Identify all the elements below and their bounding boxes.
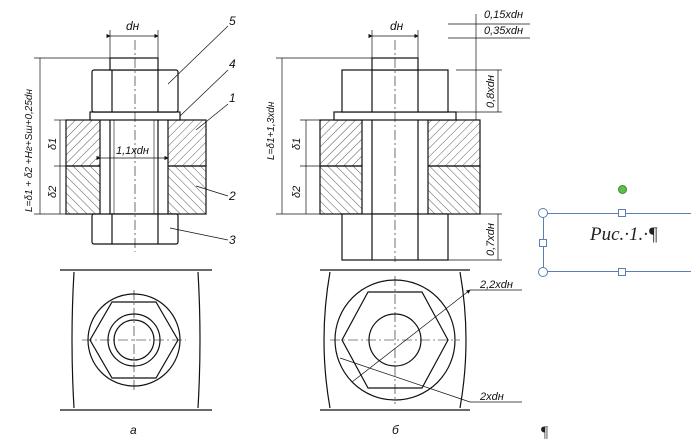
view-a-width-dim: 1,1xdн: [116, 145, 149, 157]
leader-3: 3: [229, 233, 236, 247]
view-b-section: [319, 40, 481, 262]
view-b-length-formula: L=δ1+1,3xdн: [266, 101, 277, 160]
view-b-plan: [320, 269, 470, 411]
view-b-dim-2: 2xdн: [479, 391, 504, 403]
resize-handle-bottom[interactable]: [618, 268, 626, 276]
leader-4: 4: [229, 57, 236, 71]
leader-5: 5: [229, 14, 236, 28]
resize-handle-top-left[interactable]: [538, 208, 548, 218]
view-b-dn: dн: [390, 19, 404, 33]
view-a-section: [65, 40, 207, 252]
view-a-dn: dн: [126, 19, 140, 33]
rotate-handle-icon[interactable]: [618, 185, 627, 194]
view-b-plan-dims: [339, 289, 522, 403]
resize-handle-top[interactable]: [618, 209, 626, 217]
view-b-dimensions: [276, 14, 530, 261]
view-b-dim-015: 0,15xdн: [484, 9, 523, 21]
paragraph-mark: ¶: [541, 424, 549, 441]
view-a-delta1: δ1: [47, 138, 59, 150]
view-a-delta2: δ2: [47, 186, 59, 198]
view-b-delta1: δ1: [291, 138, 303, 150]
resize-handle-left[interactable]: [539, 239, 547, 247]
resize-handle-bottom-left[interactable]: [538, 267, 548, 277]
view-b-label: б: [392, 423, 400, 437]
view-b-delta2: δ2: [291, 186, 303, 198]
view-b-dim-07: 0,7xdн: [485, 223, 497, 256]
view-a-plan: [60, 269, 212, 411]
caption-text[interactable]: Рис.·1.·¶: [590, 224, 658, 245]
view-b-dim-08: 0,8xdн: [485, 75, 497, 108]
view-b-dim-22: 2,2xdн: [479, 279, 513, 291]
leader-2: 2: [228, 189, 236, 203]
view-b-dim-035: 0,35xdн: [484, 25, 523, 37]
view-a-dimensions: [34, 25, 229, 241]
leader-1: 1: [229, 91, 236, 105]
view-a-label: а: [130, 423, 137, 437]
view-a-length-formula: L=δ1 + δ2 +Hг+Sш+0,25dн: [24, 89, 35, 212]
